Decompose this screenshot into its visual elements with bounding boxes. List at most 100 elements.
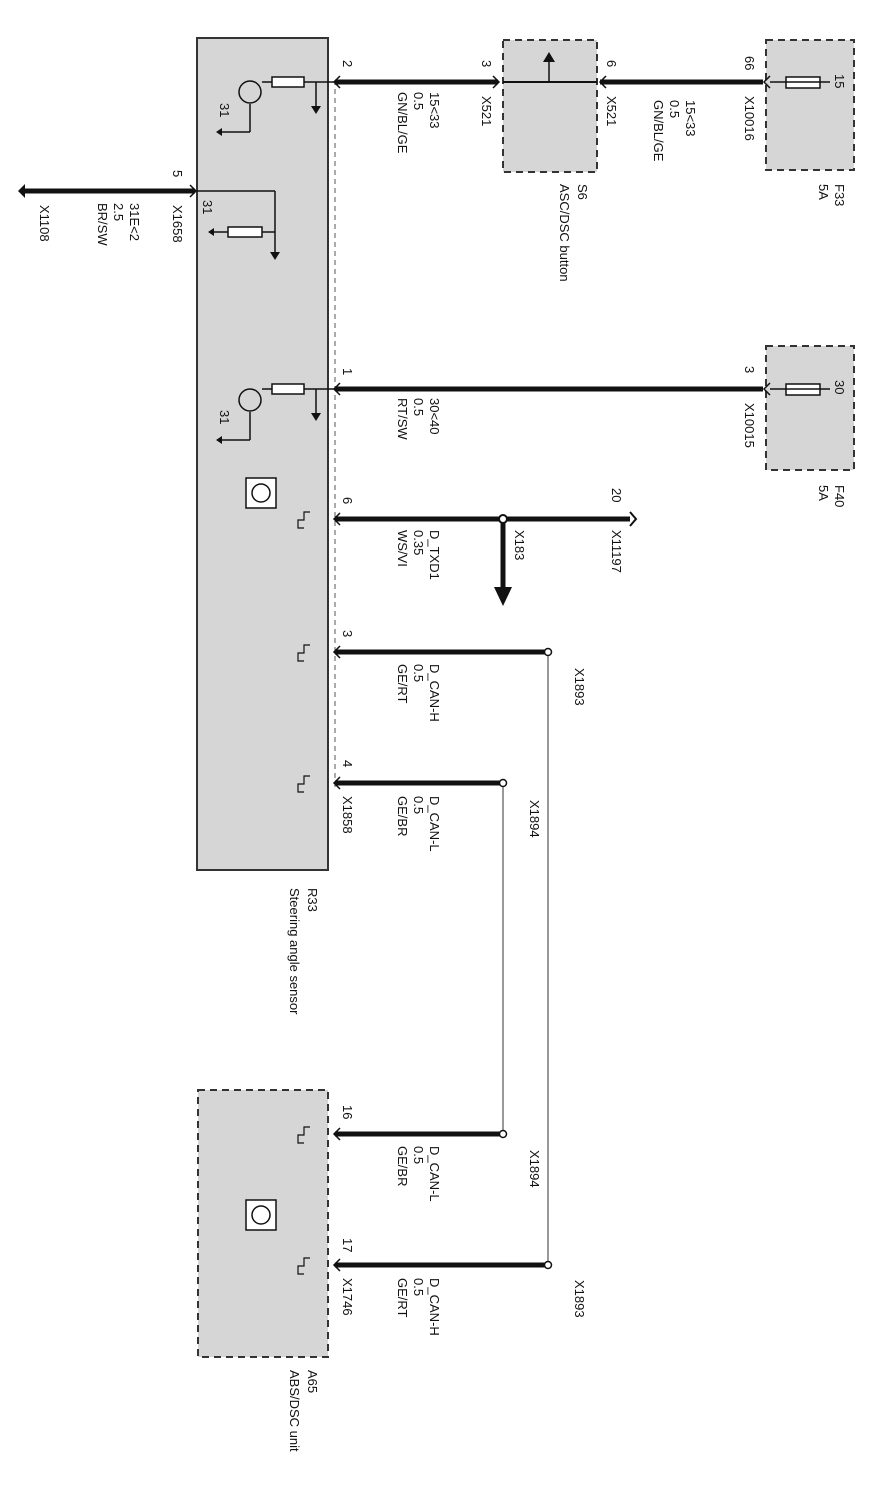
- pin-6-label: 6: [340, 497, 355, 504]
- f40-box: [765, 345, 855, 471]
- w4-line2: 0.5: [411, 796, 426, 814]
- w16-line3: GE/BR: [395, 1146, 410, 1186]
- chevron-s6-right: [598, 75, 607, 89]
- r33-box: [196, 37, 329, 871]
- pulse-icon-pin4: [297, 775, 310, 793]
- a65-module-icon: [245, 1199, 277, 1231]
- splice-x183: [498, 514, 508, 524]
- s6-conn-left: X521: [479, 96, 494, 126]
- chevron-pin3: [332, 645, 341, 659]
- chevron-pin17: [332, 1258, 341, 1272]
- f33-pin: 66: [742, 56, 757, 70]
- x1108-end-icon: [18, 184, 25, 198]
- splice-x1894-bottom: [498, 1129, 508, 1139]
- x1894-top-label: X1894: [527, 800, 542, 838]
- x183-arrow-icon: [494, 587, 512, 606]
- w4-line3: GE/BR: [395, 796, 410, 836]
- pin-4-label: 4: [340, 760, 355, 767]
- w2-line2: 0.5: [411, 92, 426, 110]
- w5-line3: BR/SW: [95, 203, 110, 246]
- f33-rating: 5A: [816, 184, 831, 200]
- r33-ref: R33: [305, 888, 320, 912]
- w2b-line3: GN/BL/GE: [651, 100, 666, 162]
- pin-16-label: 16: [340, 1105, 355, 1119]
- w6-line2: 0.35: [411, 530, 426, 555]
- pulse-icon-pin16: [297, 1126, 310, 1144]
- w2-line1: 15<33: [427, 92, 442, 129]
- f40-pin: 3: [742, 366, 757, 373]
- ground-31b-label: 31: [217, 410, 232, 424]
- x1658-label: X1658: [170, 205, 185, 243]
- pin-1-label: 1: [340, 368, 355, 375]
- chevron-s6-left: [492, 75, 501, 89]
- chevron-f33: [762, 75, 771, 89]
- r33-ground-resistor: [197, 190, 280, 260]
- f33-ref: F33: [832, 184, 847, 206]
- a65-name: ABS/DSC unit: [287, 1370, 302, 1452]
- x1894-bottom-label: X1894: [527, 1150, 542, 1188]
- s6-pin-left: 3: [479, 60, 494, 67]
- f40-ref: F40: [832, 485, 847, 507]
- chevron-pin16: [332, 1127, 341, 1141]
- f33-box: [765, 39, 855, 171]
- x1893-bottom-label: X1893: [572, 1280, 587, 1318]
- ground-31a-label: 31: [217, 103, 232, 117]
- x11197-label: X11197: [609, 530, 624, 573]
- pin-17-label: 17: [340, 1238, 355, 1252]
- w1-line3: RT/SW: [395, 398, 410, 440]
- pin-5-label: 5: [170, 170, 185, 177]
- x1746-label: X1746: [340, 1278, 355, 1316]
- pulse-icon-pin6: [297, 511, 310, 529]
- r33-transistor-pin2: [216, 76, 334, 136]
- w17-line2: 0.5: [411, 1278, 426, 1296]
- r33-module-icon: [245, 477, 277, 509]
- f40-connector: X10015: [742, 403, 757, 448]
- pin-20-label: 20: [609, 488, 624, 502]
- s6-switch-arrow-icon: [543, 52, 555, 62]
- x183-label: X183: [512, 530, 527, 560]
- w6-line1: D_TXD1: [427, 530, 442, 580]
- w3-line3: GE/RT: [395, 664, 410, 704]
- x1108-label: X1108: [37, 205, 52, 242]
- w16-line1: D_CAN-L: [427, 1146, 442, 1202]
- splice-x1894-top: [498, 778, 508, 788]
- w1-line2: 0.5: [411, 398, 426, 416]
- w6-line3: WS/VI: [395, 530, 410, 567]
- w4-line1: D_CAN-L: [427, 796, 442, 852]
- pulse-icon-pin17: [297, 1257, 310, 1275]
- chevron-pin6: [332, 512, 341, 526]
- w5-line1: 31E<2: [127, 203, 142, 241]
- ground-31c-label: 31: [200, 200, 215, 214]
- w3-line2: 0.5: [411, 664, 426, 682]
- f33-connector: X10016: [742, 96, 757, 141]
- splice-x1893-top: [543, 647, 553, 657]
- a65-ref: A65: [305, 1370, 320, 1393]
- s6-ref: S6: [575, 184, 590, 200]
- splice-x1893-bottom: [543, 1260, 553, 1270]
- x1893-top-label: X1893: [572, 668, 587, 706]
- s6-pin-right: 6: [604, 60, 619, 67]
- pulse-icon-pin3: [297, 644, 310, 662]
- w17-line3: GE/RT: [395, 1278, 410, 1318]
- x1858-label: X1858: [340, 796, 355, 834]
- f33-terminal: 15: [832, 74, 847, 88]
- x11197-end-icon: [629, 511, 638, 527]
- r33-name: Steering angle sensor: [287, 888, 302, 1015]
- s6-conn-right: X521: [604, 96, 619, 126]
- w2b-line1: 15<33: [683, 100, 698, 137]
- w1-line1: 30<40: [427, 398, 442, 435]
- w3-line1: D_CAN-H: [427, 664, 442, 722]
- s6-name: ASC/DSC button: [557, 184, 572, 282]
- w2b-line2: 0.5: [667, 100, 682, 118]
- chevron-f40: [762, 382, 771, 396]
- w16-line2: 0.5: [411, 1146, 426, 1164]
- w2-line3: GN/BL/GE: [395, 92, 410, 154]
- w17-line1: D_CAN-H: [427, 1278, 442, 1336]
- chevron-pin5: [189, 184, 198, 198]
- pin-2-label: 2: [340, 60, 355, 67]
- r33-transistor-pin1: [216, 383, 334, 444]
- pin-3-label: 3: [340, 630, 355, 637]
- f40-rating: 5A: [816, 485, 831, 501]
